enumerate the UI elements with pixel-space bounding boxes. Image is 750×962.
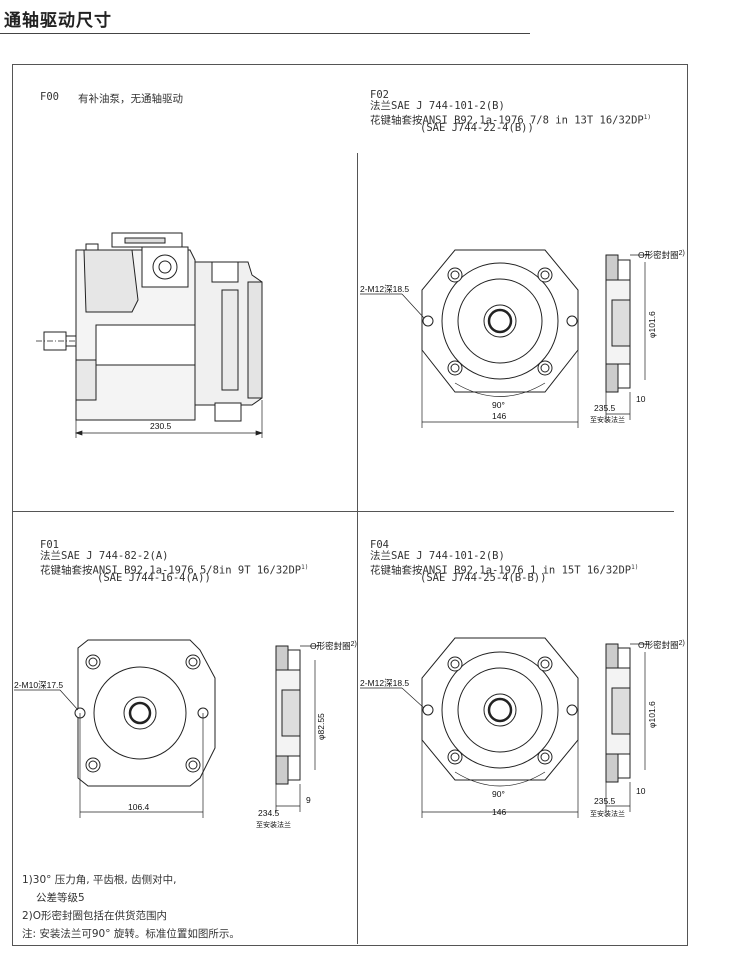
f04-angle: 90° <box>492 789 505 799</box>
note-1: 1)30° 压力角, 平齿根, 齿侧对中, <box>22 874 177 886</box>
f01-line2: 花键轴套按ANSI B92.1a-1976 5/8in 9T 16/32DP1) <box>40 564 309 577</box>
f04-line2: 花键轴套按ANSI B92.1a-1976 1 in 15T 16/32DP1) <box>370 564 639 577</box>
f02-line1: 法兰SAE J 744-101-2(B) <box>370 100 505 112</box>
f02-line3: (SAE J744-22-4(B)) <box>420 122 534 134</box>
f01-to-flange: 至安装法兰 <box>256 820 291 829</box>
f04-line3: (SAE J744-25-4(B-B)) <box>420 572 547 584</box>
f01-step: 9 <box>306 795 311 805</box>
f04-width: 146 <box>492 807 506 817</box>
f04-oring: O形密封圈2) <box>638 640 685 650</box>
f01-thread: 2-M10深17.5 <box>14 680 63 690</box>
f04-diameter: φ101.6 <box>647 701 657 728</box>
note-2: 2)O形密封圈包括在供货范围内 <box>22 910 168 922</box>
f00-code: F00 <box>40 91 59 103</box>
f01-width: 106.4 <box>128 802 150 812</box>
divider-vertical-top <box>357 153 358 511</box>
f01-oring: O形密封圈2) <box>310 641 357 651</box>
note-3: 注: 安装法兰可90° 旋转。标准位置如图所示。 <box>22 928 240 940</box>
f02-to-flange: 至安装法兰 <box>590 415 625 424</box>
f04-line1: 法兰SAE J 744-101-2(B) <box>370 550 505 562</box>
f02-diameter: φ101.6 <box>647 311 657 338</box>
drawing-frame <box>12 64 688 946</box>
f04-thread: 2-M12深18.5 <box>360 678 409 688</box>
f01-line1: 法兰SAE J 744-82-2(A) <box>40 550 169 562</box>
f02-depth: 235.5 <box>594 403 616 413</box>
f02-width: 146 <box>492 411 506 421</box>
f04-to-flange: 至安装法兰 <box>590 809 625 818</box>
page-title: 通轴驱动尺寸 <box>4 11 112 31</box>
f04-code: F04 <box>370 539 389 551</box>
f02-line2: 花键轴套按ANSI B92.1a-1976 7/8 in 13T 16/32DP… <box>370 114 651 127</box>
divider-vertical-bottom <box>357 511 358 944</box>
f00-desc: 有补油泵，无通轴驱动 <box>78 93 183 105</box>
f01-diameter: φ82.55 <box>316 713 326 740</box>
f02-angle: 90° <box>492 400 505 410</box>
f01-line3: (SAE J744-16-4(A)) <box>97 572 211 584</box>
f02-step: 10 <box>636 394 646 404</box>
divider-horizontal <box>12 511 674 512</box>
note-1b: 公差等级5 <box>36 892 85 904</box>
f04-step: 10 <box>636 786 646 796</box>
f01-depth: 234.5 <box>258 808 280 818</box>
f02-code: F02 <box>370 89 389 101</box>
f02-thread: 2-M12深18.5 <box>360 284 409 294</box>
title-rule <box>0 33 530 34</box>
f01-code: F01 <box>40 539 59 551</box>
f04-depth: 235.5 <box>594 796 616 806</box>
f00-dim-length: 230.5 <box>150 421 172 431</box>
f02-oring: O形密封圈2) <box>638 250 685 260</box>
